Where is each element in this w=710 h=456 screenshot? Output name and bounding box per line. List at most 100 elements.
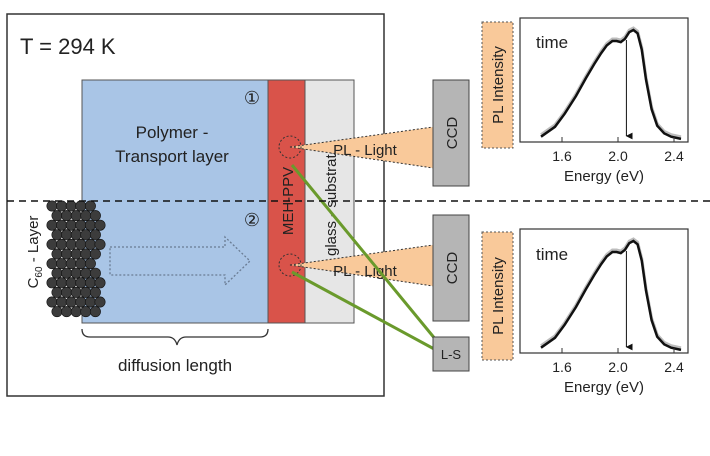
c60-sphere [61, 306, 73, 318]
temperature-label: T = 294 K [20, 34, 116, 59]
c60-sphere [65, 277, 77, 289]
c60-sphere [61, 210, 73, 222]
c60-sphere [51, 267, 63, 279]
c60-sphere [46, 200, 58, 212]
c60-sphere [80, 229, 92, 241]
position-marker-2: ② [244, 210, 260, 230]
c60-sphere [56, 277, 68, 289]
c60-sphere [51, 248, 63, 260]
c60-label: C60 - Layer [25, 216, 45, 289]
c60-sphere [61, 286, 73, 298]
c60-sphere [56, 238, 68, 250]
c60-sphere [84, 238, 96, 250]
xtick-label: 1.6 [552, 359, 572, 375]
c60-sphere [75, 238, 87, 250]
laser-line-1 [290, 164, 438, 341]
c60-sphere [46, 219, 58, 231]
c60-sphere [89, 210, 101, 222]
c60-sphere [94, 296, 106, 308]
c60-sphere [61, 267, 73, 279]
chart-1-annotation: time [536, 33, 568, 52]
c60-label-suffix: - Layer [25, 216, 42, 267]
c60-sphere [89, 306, 101, 318]
c60-sphere [51, 210, 63, 222]
diffusion-arrow [109, 235, 251, 287]
pl-spectrum-chart-2: PL Intensity time 1.6 2.0 2.4 Energy (eV) [481, 228, 689, 396]
c60-sphere [56, 200, 68, 212]
c60-sphere [84, 258, 96, 270]
diffusion-length-label: diffusion length [118, 356, 232, 375]
laser-line-2 [291, 270, 437, 352]
laser-lines [290, 164, 438, 352]
excitation-spot-1 [278, 135, 302, 159]
c60-sphere [70, 286, 82, 298]
c60-label-prefix: C [25, 277, 42, 288]
c60-sphere [89, 229, 101, 241]
c60-sphere [89, 248, 101, 260]
pl-light-label-bottom: PL - Light [333, 263, 397, 280]
c60-sphere [89, 267, 101, 279]
c60-sphere [89, 286, 101, 298]
excitation-spot-2 [278, 253, 302, 277]
c60-sphere [75, 200, 87, 212]
light-source-label: L-S [441, 347, 462, 362]
c60-sphere [46, 296, 58, 308]
xtick-label: 2.0 [608, 148, 628, 164]
chart-2-xticks: 1.6 2.0 2.4 [552, 348, 684, 375]
c60-sphere [70, 210, 82, 222]
c60-sphere [70, 248, 82, 260]
xtick-label: 1.6 [552, 148, 572, 164]
c60-sphere [80, 286, 92, 298]
c60-sphere [65, 238, 77, 250]
chart-2-series [540, 239, 682, 352]
c60-sphere [51, 306, 63, 318]
chart-2-axes [519, 228, 689, 354]
ccd-label-bottom: CCD [444, 252, 461, 285]
c60-sphere [56, 258, 68, 270]
c60-sphere [46, 277, 58, 289]
polymer-label-line2: Transport layer [115, 147, 229, 166]
c60-sphere [75, 219, 87, 231]
chart-1-xlabel: Energy (eV) [564, 168, 644, 185]
c60-sphere [94, 238, 106, 250]
c60-sphere [46, 258, 58, 270]
chart-2-annotation: time [536, 245, 568, 264]
diffusion-length-bracket [81, 328, 269, 346]
c60-sphere [94, 219, 106, 231]
c60-sphere [80, 306, 92, 318]
c60-sphere [65, 200, 77, 212]
c60-sphere [51, 286, 63, 298]
xtick-label: 2.4 [664, 359, 684, 375]
c60-sphere [56, 219, 68, 231]
c60-sphere [65, 219, 77, 231]
c60-sphere [94, 277, 106, 289]
c60-sphere [84, 277, 96, 289]
position-marker-1: ① [244, 88, 260, 108]
c60-sphere [56, 296, 68, 308]
chart-2-xlabel: Energy (eV) [564, 379, 644, 396]
c60-sphere [75, 258, 87, 270]
c60-sphere [46, 238, 58, 250]
ccd-label-top: CCD [444, 117, 461, 150]
c60-sphere [70, 267, 82, 279]
xtick-label: 2.0 [608, 359, 628, 375]
c60-sphere [61, 248, 73, 260]
c60-sphere [65, 296, 77, 308]
chart-1-series [540, 28, 682, 141]
c60-label-subscript: 60 [34, 266, 45, 278]
c60-sphere [80, 210, 92, 222]
c60-sphere [84, 296, 96, 308]
c60-sphere [51, 229, 63, 241]
light-source [432, 336, 470, 372]
pl-light-label-top: PL - Light [333, 142, 397, 159]
ccd-detector-top [432, 79, 470, 187]
c60-sphere [80, 267, 92, 279]
c60-sphere [70, 229, 82, 241]
chart-2-ylabel: PL Intensity [490, 257, 507, 335]
c60-sphere [75, 296, 87, 308]
chart-1-axes [519, 17, 689, 143]
c60-sphere [75, 277, 87, 289]
